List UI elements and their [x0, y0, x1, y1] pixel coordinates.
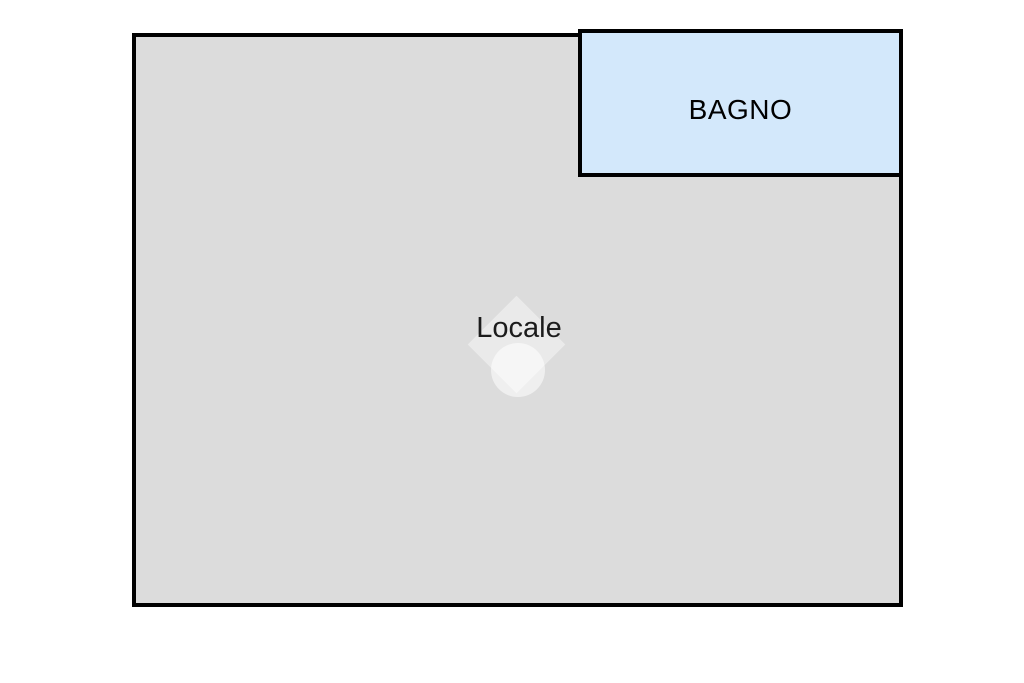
room-locale-label: Locale [476, 312, 562, 344]
watermark-circle-icon [491, 343, 545, 397]
room-bagno-label: BAGNO [688, 94, 793, 125]
room-bagno: BAGNO [578, 29, 903, 177]
